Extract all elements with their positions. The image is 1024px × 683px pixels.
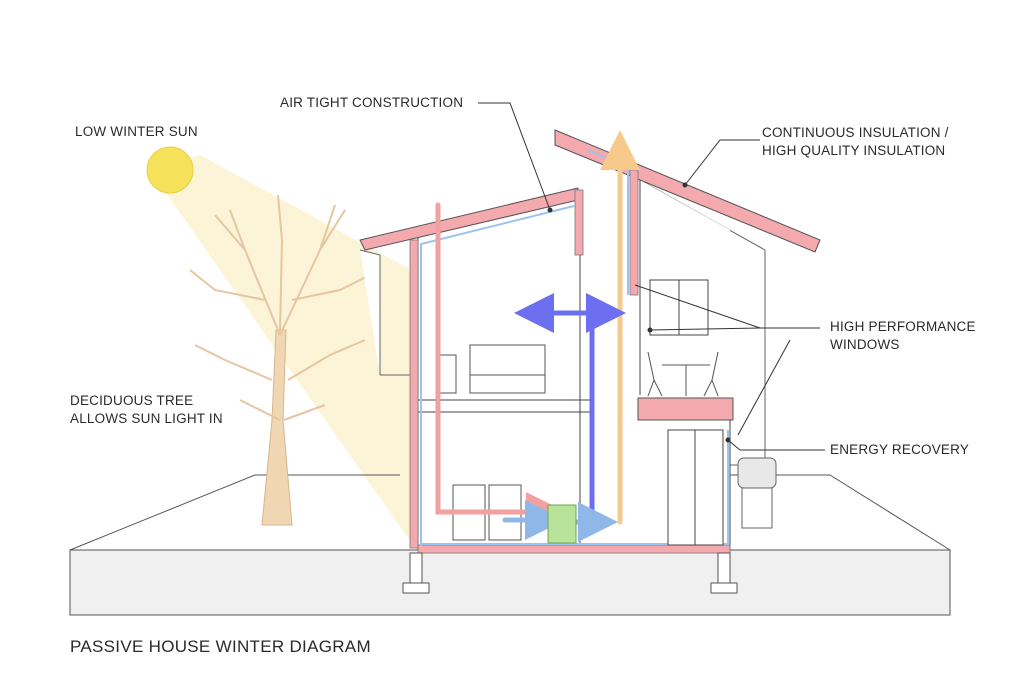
- high-performance-windows-label: HIGH PERFORMANCE WINDOWS: [830, 319, 976, 352]
- patio-door-icon: [667, 429, 724, 546]
- airflow: [435, 130, 640, 542]
- diagram-caption: PASSIVE HOUSE WINTER DIAGRAM: [70, 637, 371, 656]
- deciduous-tree-label: DECIDUOUS TREE ALLOWS SUN LIGHT IN: [70, 393, 223, 426]
- sun-icon: [146, 146, 194, 194]
- energy-recovery-unit: [547, 504, 577, 544]
- warm-air-arrow: [435, 202, 566, 532]
- window-icon: [649, 279, 709, 336]
- energy-recovery-label: ENERGY RECOVERY: [830, 442, 970, 457]
- low-winter-sun-label: LOW WINTER SUN: [75, 124, 198, 139]
- sofa-icon: [437, 344, 546, 394]
- air-tight-construction-label: AIR TIGHT CONSTRUCTION: [280, 95, 464, 110]
- continuous-insulation-label: CONTINUOUS INSULATION / HIGH QUALITY INS…: [762, 125, 949, 158]
- deciduous-tree-icon: [189, 194, 371, 526]
- leader-lines: [478, 102, 825, 451]
- grill-icon: [737, 457, 777, 529]
- dining-set-icon: [647, 351, 719, 397]
